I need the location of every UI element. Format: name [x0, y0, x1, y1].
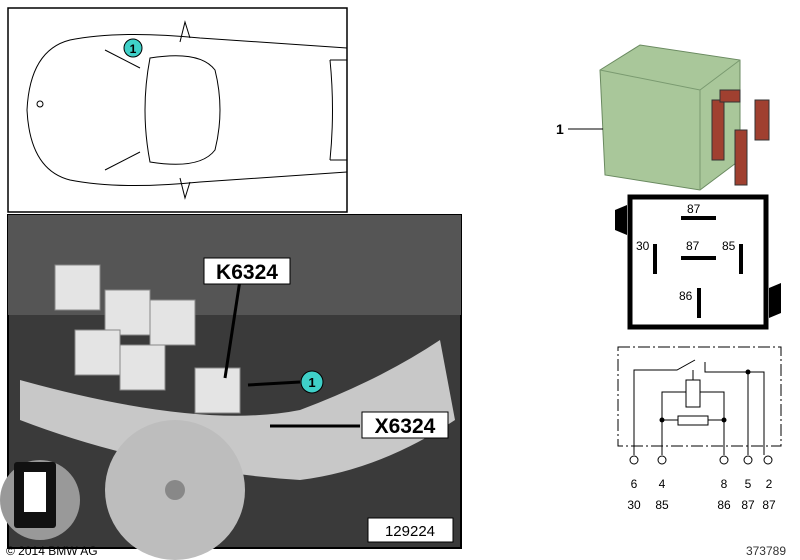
pin-number: 2: [766, 477, 773, 491]
connector-label: X6324: [375, 415, 436, 438]
pin-86: 86: [679, 289, 693, 303]
relay-callout: 1: [556, 121, 564, 137]
pin-87-middle: 87: [686, 239, 700, 253]
car-outline: [26, 33, 348, 187]
car-overview-panel: 1: [7, 7, 348, 213]
callout-label: 1: [130, 42, 137, 56]
pin-85: 85: [722, 239, 736, 253]
pin-30: 30: [636, 239, 650, 253]
callout-1: [123, 38, 143, 58]
relay-pinout: 87 30 87 85 86: [615, 194, 781, 330]
photo-callout: 1: [308, 375, 315, 390]
pin-number: 8: [721, 477, 728, 491]
relay-label: K6324: [216, 261, 278, 284]
pin-number: 4: [659, 477, 666, 491]
copyright: © 2014 BMW AG: [6, 544, 98, 558]
terminal-number: 86: [717, 498, 731, 512]
pin-87-top: 87: [687, 202, 701, 216]
pin-number: 6: [631, 477, 638, 491]
terminal-number: 30: [627, 498, 641, 512]
terminal-number: 87: [762, 498, 776, 512]
terminal-number: 85: [655, 498, 669, 512]
installation-photo: K6324 X6324 1 129224: [0, 214, 462, 560]
terminal-number: 87: [741, 498, 755, 512]
pin-number: 5: [745, 477, 752, 491]
relay-schematic: [617, 346, 782, 465]
diagram-image-number: 373789: [746, 544, 786, 558]
relay-picture: 1: [556, 44, 770, 191]
photo-image-number: 129224: [385, 523, 435, 540]
